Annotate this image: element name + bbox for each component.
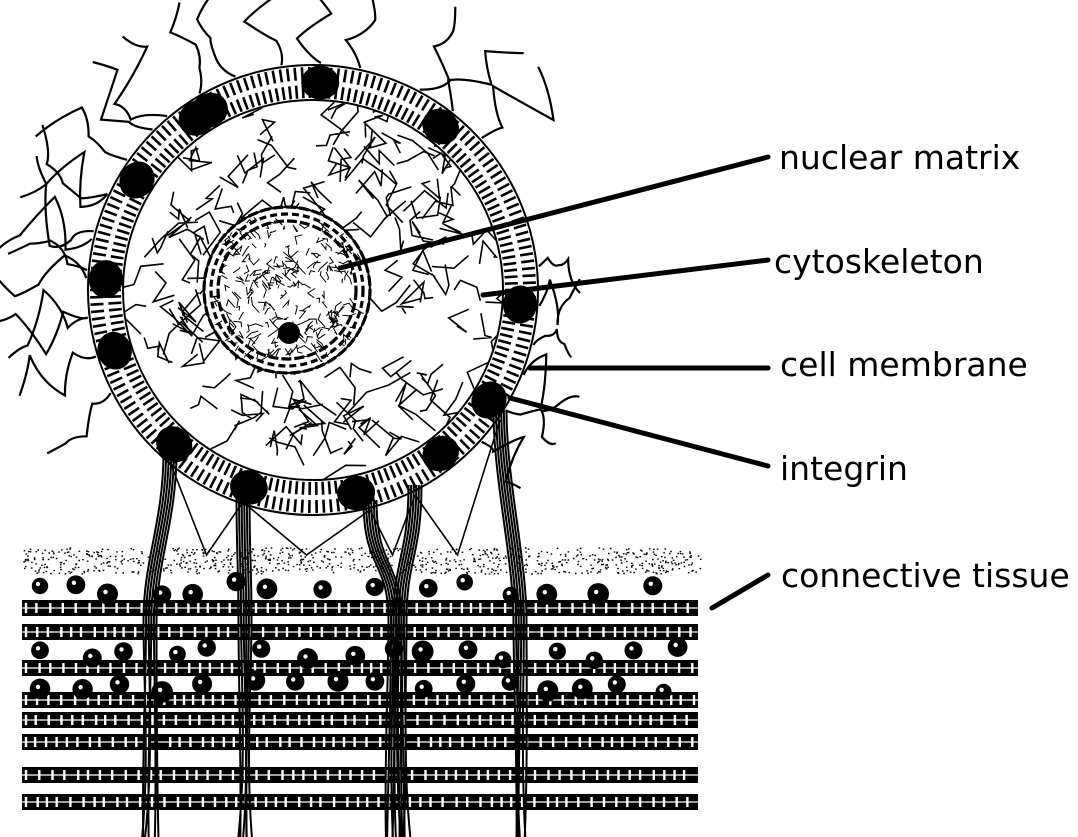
connective-tissue-layer [22,548,702,810]
nucleolus [278,322,300,344]
tissue-stipple [23,548,701,574]
cell [0,0,580,837]
label-connective-tissue: connective tissue [781,559,1070,592]
label-cell-membrane: cell membrane [780,348,1028,381]
label-integrin: integrin [780,452,908,485]
leader-integrin [510,398,768,466]
collagen-fibers [22,600,698,810]
label-cytoskeleton: cytoskeleton [774,245,984,278]
leader-nuclear-matrix [340,157,768,268]
label-nuclear-matrix: nuclear matrix [779,141,1020,174]
leader-connective-tissue [712,575,768,608]
nucleus [204,207,370,373]
